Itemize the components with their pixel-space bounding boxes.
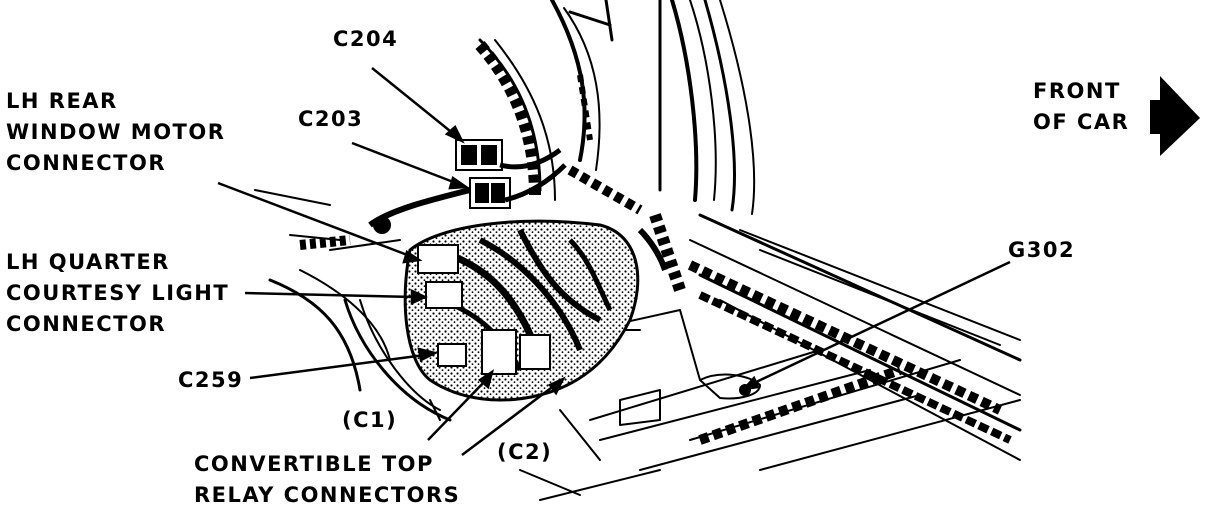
label-lh-quarter-courtesy-light-connector: LH QUARTER COURTESY LIGHT CONNECTOR [6, 247, 229, 340]
label-front-of-car: FRONT OF CAR [1033, 76, 1129, 138]
leader-c2 [461, 384, 556, 456]
label-lh-rear-window-motor-connector: LH REAR WINDOW MOTOR CONNECTOR [6, 86, 225, 179]
leader-c259 [249, 353, 426, 380]
label-line: FRONT [1033, 79, 1121, 103]
leader-c204 [371, 67, 456, 136]
leader-c203-head [448, 175, 470, 190]
leader-c203 [351, 141, 457, 185]
label-c203: C203 [298, 107, 364, 131]
front-arrow-icon [1150, 76, 1200, 156]
leader-lh-rear-window [217, 181, 411, 258]
label-line: COURTESY LIGHT [6, 281, 230, 305]
label-g302: G302 [1008, 238, 1076, 262]
leader-c1 [427, 379, 487, 441]
label-convertible-top-relay-connectors: CONVERTIBLE TOP RELAY CONNECTORS [194, 449, 460, 511]
label-line: WINDOW MOTOR [6, 120, 226, 144]
leader-c259-head [417, 347, 439, 362]
leader-lh-rear-window-head [402, 250, 423, 264]
leader-g302-head [740, 375, 760, 391]
connector-bodies [368, 139, 567, 234]
label-line: RELAY CONNECTORS [194, 483, 461, 507]
label-c1: (C1) [342, 408, 398, 432]
label-line: CONVERTIBLE TOP [194, 452, 434, 476]
leader-c1-head [477, 369, 495, 390]
leader-lh-quarter-head [410, 289, 428, 305]
label-line: CONNECTOR [6, 151, 167, 175]
label-c204: C204 [333, 27, 399, 51]
leader-lines [217, 67, 1011, 456]
leader-c204-head [444, 124, 465, 144]
wiring-harness-bands [299, 41, 1012, 445]
harness-bundle [403, 219, 668, 402]
label-line: CONNECTOR [6, 312, 167, 336]
vehicle-structure [254, 0, 1022, 501]
leader-c2-head [548, 376, 566, 396]
label-c2: (C2) [497, 440, 553, 464]
label-line: LH QUARTER [6, 250, 170, 274]
label-c259: C259 [178, 368, 244, 392]
label-line: LH REAR [6, 89, 118, 113]
leader-lh-quarter [244, 291, 416, 299]
label-line: OF CAR [1033, 110, 1130, 134]
leader-g302 [751, 260, 1011, 386]
